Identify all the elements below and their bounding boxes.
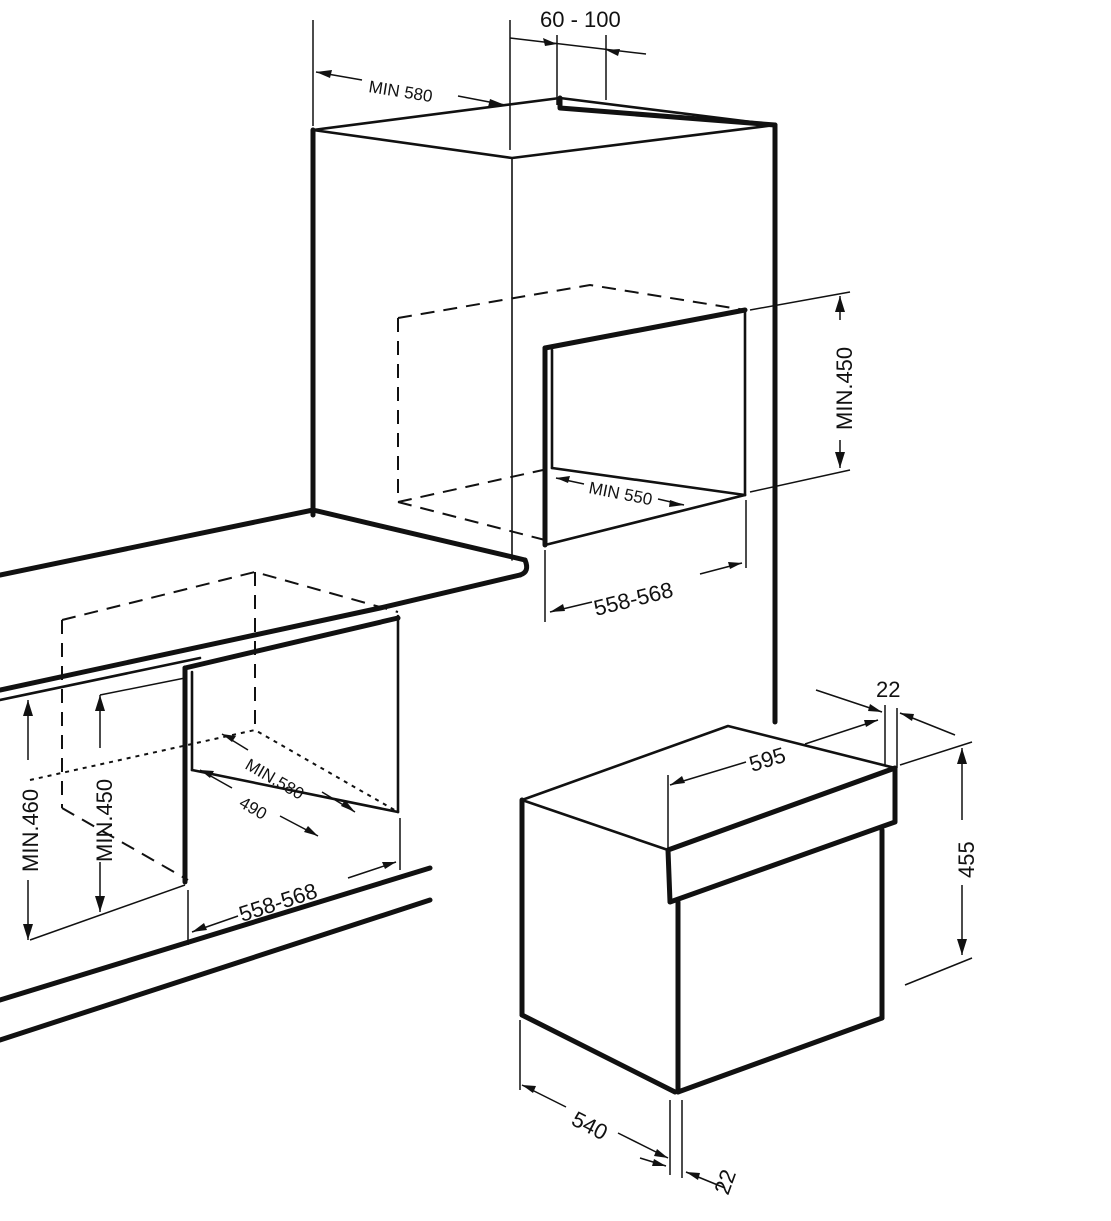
dim-oven-depth: 540 (519, 1020, 671, 1175)
upper-niche-top-edge (542, 307, 748, 351)
dim-label-lower-niche-height: MIN.450 (92, 779, 117, 862)
dim-label-oven-height: 455 (954, 841, 979, 878)
plinth-top-line (0, 865, 433, 1003)
countertop-back-edge (0, 507, 528, 578)
countertop (0, 507, 530, 702)
tall-cabinet-top (311, 96, 777, 160)
upper-niche-top-dash (397, 283, 746, 319)
upper-niche-bottom-dash (397, 501, 546, 541)
dim-label-top-recess: 60 - 100 (540, 7, 621, 32)
dim-label-oven-width: 595 (746, 742, 788, 777)
dim-tall-depth: MIN 580 (312, 20, 511, 150)
lower-niche (29, 570, 401, 885)
dim-label-lower-total-height: MIN.460 (18, 789, 43, 872)
dim-label-upper-niche-height: MIN.450 (832, 347, 857, 430)
tall-cabinet-back-rim (557, 95, 778, 128)
dim-lower-niche-height: MIN.450 (29, 677, 186, 941)
lower-niche-top-edge (182, 615, 401, 671)
plinth (0, 865, 433, 1043)
countertop-corner (517, 557, 530, 578)
oven-door-bottom (675, 1015, 885, 1095)
dim-label-lower-inner-depth: 490 (236, 793, 270, 824)
upper-niche-floor-back (550, 466, 747, 497)
dim-label-oven-front-offset: 22 (709, 1166, 741, 1198)
dim-label-tall-depth: MIN 580 (367, 77, 433, 106)
dim-label-oven-top-offset: 22 (876, 677, 900, 702)
countertop-front-edge (0, 572, 523, 693)
dim-label-upper-niche-depth: MIN 550 (587, 478, 654, 509)
upper-niche-floor-front (543, 493, 747, 547)
dim-oven-front-offset: 22 (639, 1100, 741, 1198)
dim-lower-niche-width: 558-568 (187, 818, 401, 945)
oven-bottom-left (519, 1012, 678, 1095)
oven (519, 724, 898, 1095)
dim-upper-niche-depth: MIN 550 (555, 476, 685, 509)
dim-lower-total-height: MIN.460 (18, 700, 43, 940)
dim-upper-niche-height: MIN.450 (749, 291, 857, 493)
countertop-lower-edge (0, 656, 202, 702)
upper-niche (397, 283, 748, 548)
lower-niche-floor (190, 768, 400, 814)
plinth-bottom-line (0, 897, 433, 1043)
dim-label-oven-depth: 540 (568, 1106, 612, 1145)
dim-upper-niche-width: 558-568 (544, 500, 747, 622)
upper-niche-bottom-dash-2 (397, 467, 553, 503)
dim-label-lower-niche-width: 558-568 (236, 878, 321, 927)
oven-control-panel (665, 765, 898, 905)
dim-label-upper-niche-width: 558-568 (591, 577, 675, 621)
dim-oven-top-offset: 22 (815, 677, 956, 768)
dim-top-recess: 60 - 100 (509, 7, 647, 105)
tall-cabinet (310, 95, 778, 725)
dim-oven-height: 455 (899, 741, 979, 986)
lower-niche-floor-dash (61, 807, 189, 881)
